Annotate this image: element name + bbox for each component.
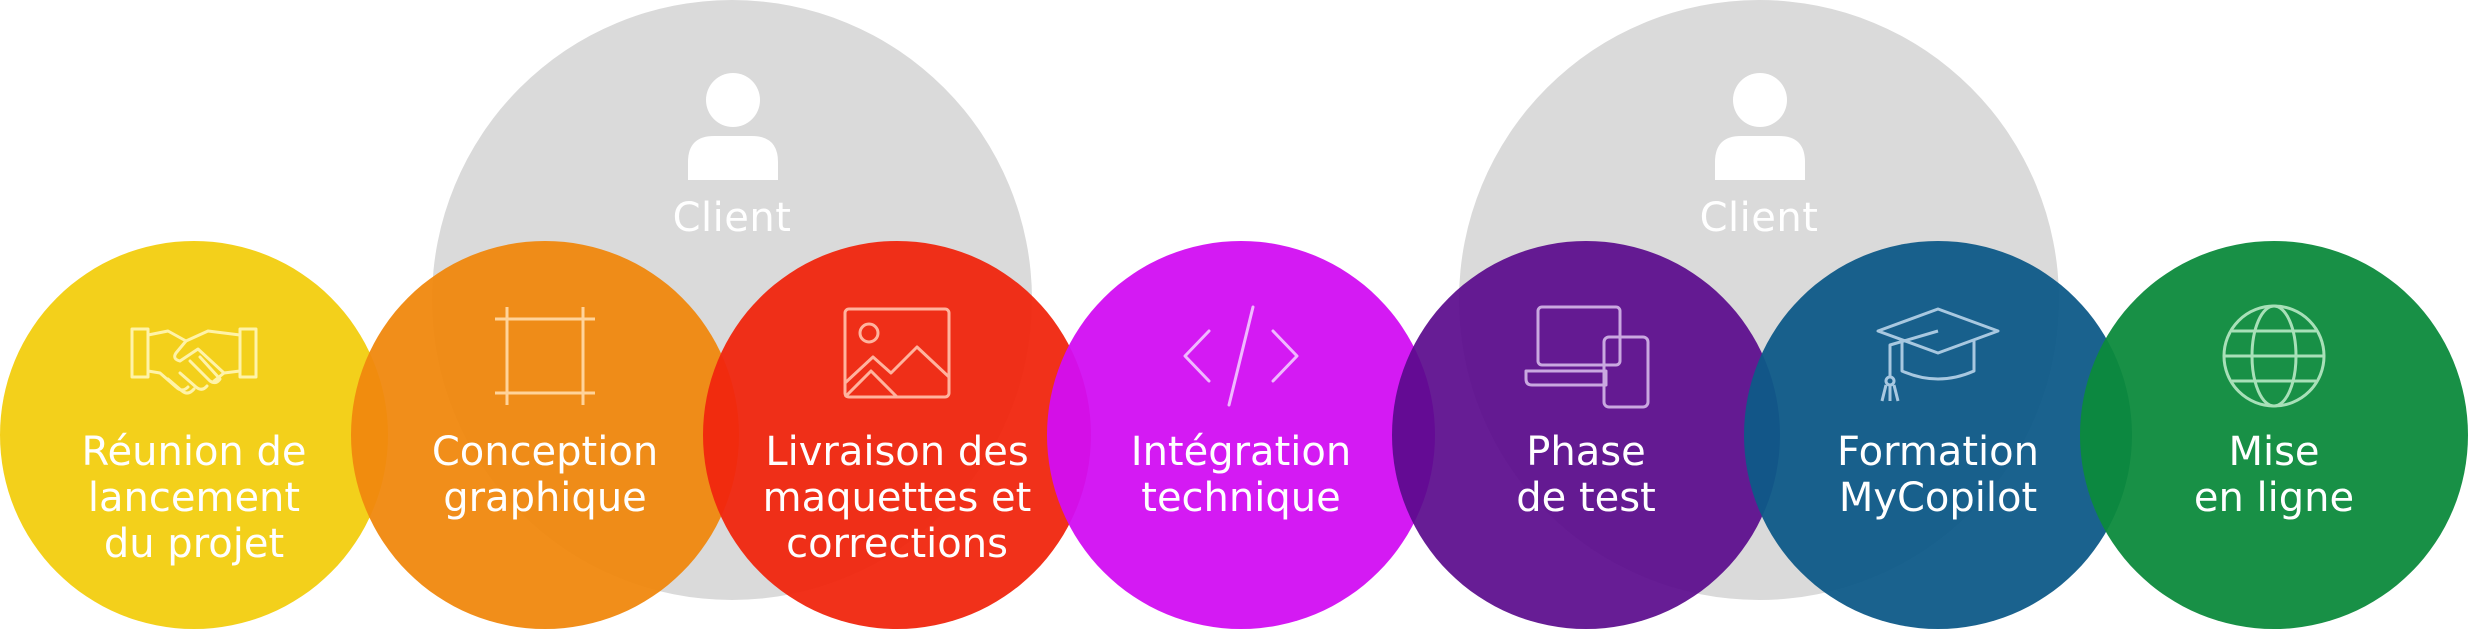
handshake-icon bbox=[130, 327, 258, 395]
image-icon bbox=[843, 307, 951, 399]
graduation-cap-icon bbox=[1876, 307, 2000, 402]
user-icon bbox=[688, 73, 778, 180]
code-icon bbox=[1183, 305, 1299, 407]
crop-frame-icon bbox=[495, 307, 595, 405]
client-label: Client bbox=[672, 195, 792, 241]
user-icon bbox=[1715, 73, 1805, 180]
globe-icon bbox=[2222, 304, 2326, 408]
devices-icon bbox=[1524, 305, 1650, 409]
client-label: Client bbox=[1699, 195, 1819, 241]
